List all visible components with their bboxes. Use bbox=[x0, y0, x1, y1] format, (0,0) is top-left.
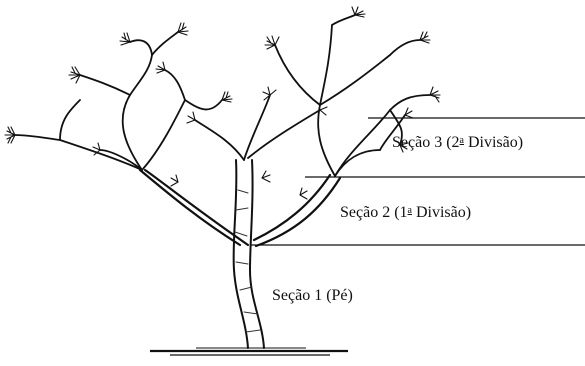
secondary-branches bbox=[15, 15, 430, 176]
section-2-label: Seção 2 (1a Divisão) bbox=[340, 204, 471, 222]
primary-branches bbox=[140, 170, 340, 246]
section-1-label: Seção 1 (Pé) bbox=[272, 287, 353, 305]
section-3-label: Seção 3 (2a Divisão) bbox=[392, 134, 523, 152]
twig-tufts bbox=[5, 7, 440, 199]
tree-trunk bbox=[234, 160, 264, 348]
ground-line bbox=[150, 348, 348, 355]
